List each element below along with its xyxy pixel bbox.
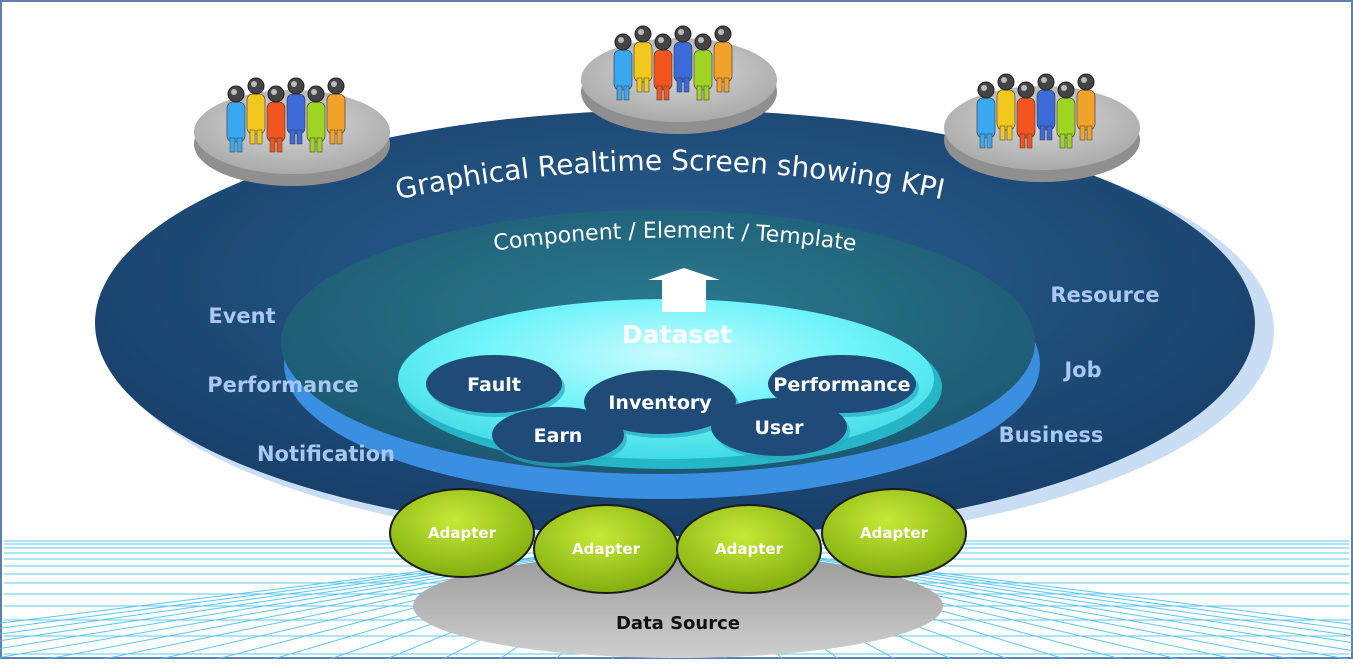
user-group-icon [581, 25, 777, 134]
dataset-node-label: Inventory [608, 392, 712, 414]
user-group-icon [944, 73, 1140, 182]
adapter-node: Adapter [821, 488, 967, 578]
dataset-node: Inventory [584, 370, 739, 438]
dataset-node-label: Performance [773, 374, 910, 396]
user-group-icon [194, 77, 390, 186]
adapter-node: Adapter [676, 504, 822, 594]
dataset-node: Fault [426, 355, 565, 417]
adapter-node: Adapter [533, 504, 679, 594]
dataset-node-label: User [755, 417, 805, 439]
right-label-resource: Resource [1050, 283, 1159, 307]
data-source-label: Data Source [616, 613, 740, 634]
data-source-disc [413, 554, 943, 658]
dataset-label: Dataset [622, 320, 732, 349]
left-label-notification: Notification [257, 442, 395, 466]
adapter-label: Adapter [572, 540, 641, 558]
adapter-label: Adapter [860, 524, 929, 542]
dataset-node-label: Earn [534, 425, 583, 447]
dataset-node: User [711, 398, 850, 460]
adapter-node: Adapter [389, 488, 535, 578]
adapter-label: Adapter [428, 524, 497, 542]
left-label-event: Event [208, 304, 275, 328]
dataset-node-label: Fault [467, 374, 521, 396]
dataset-node: Earn [492, 407, 627, 467]
arrow-up-icon [648, 268, 720, 312]
left-label-performance: Performance [207, 373, 359, 397]
right-label-business: Business [999, 423, 1104, 447]
adapter-label: Adapter [715, 540, 784, 558]
right-label-job: Job [1062, 358, 1101, 382]
